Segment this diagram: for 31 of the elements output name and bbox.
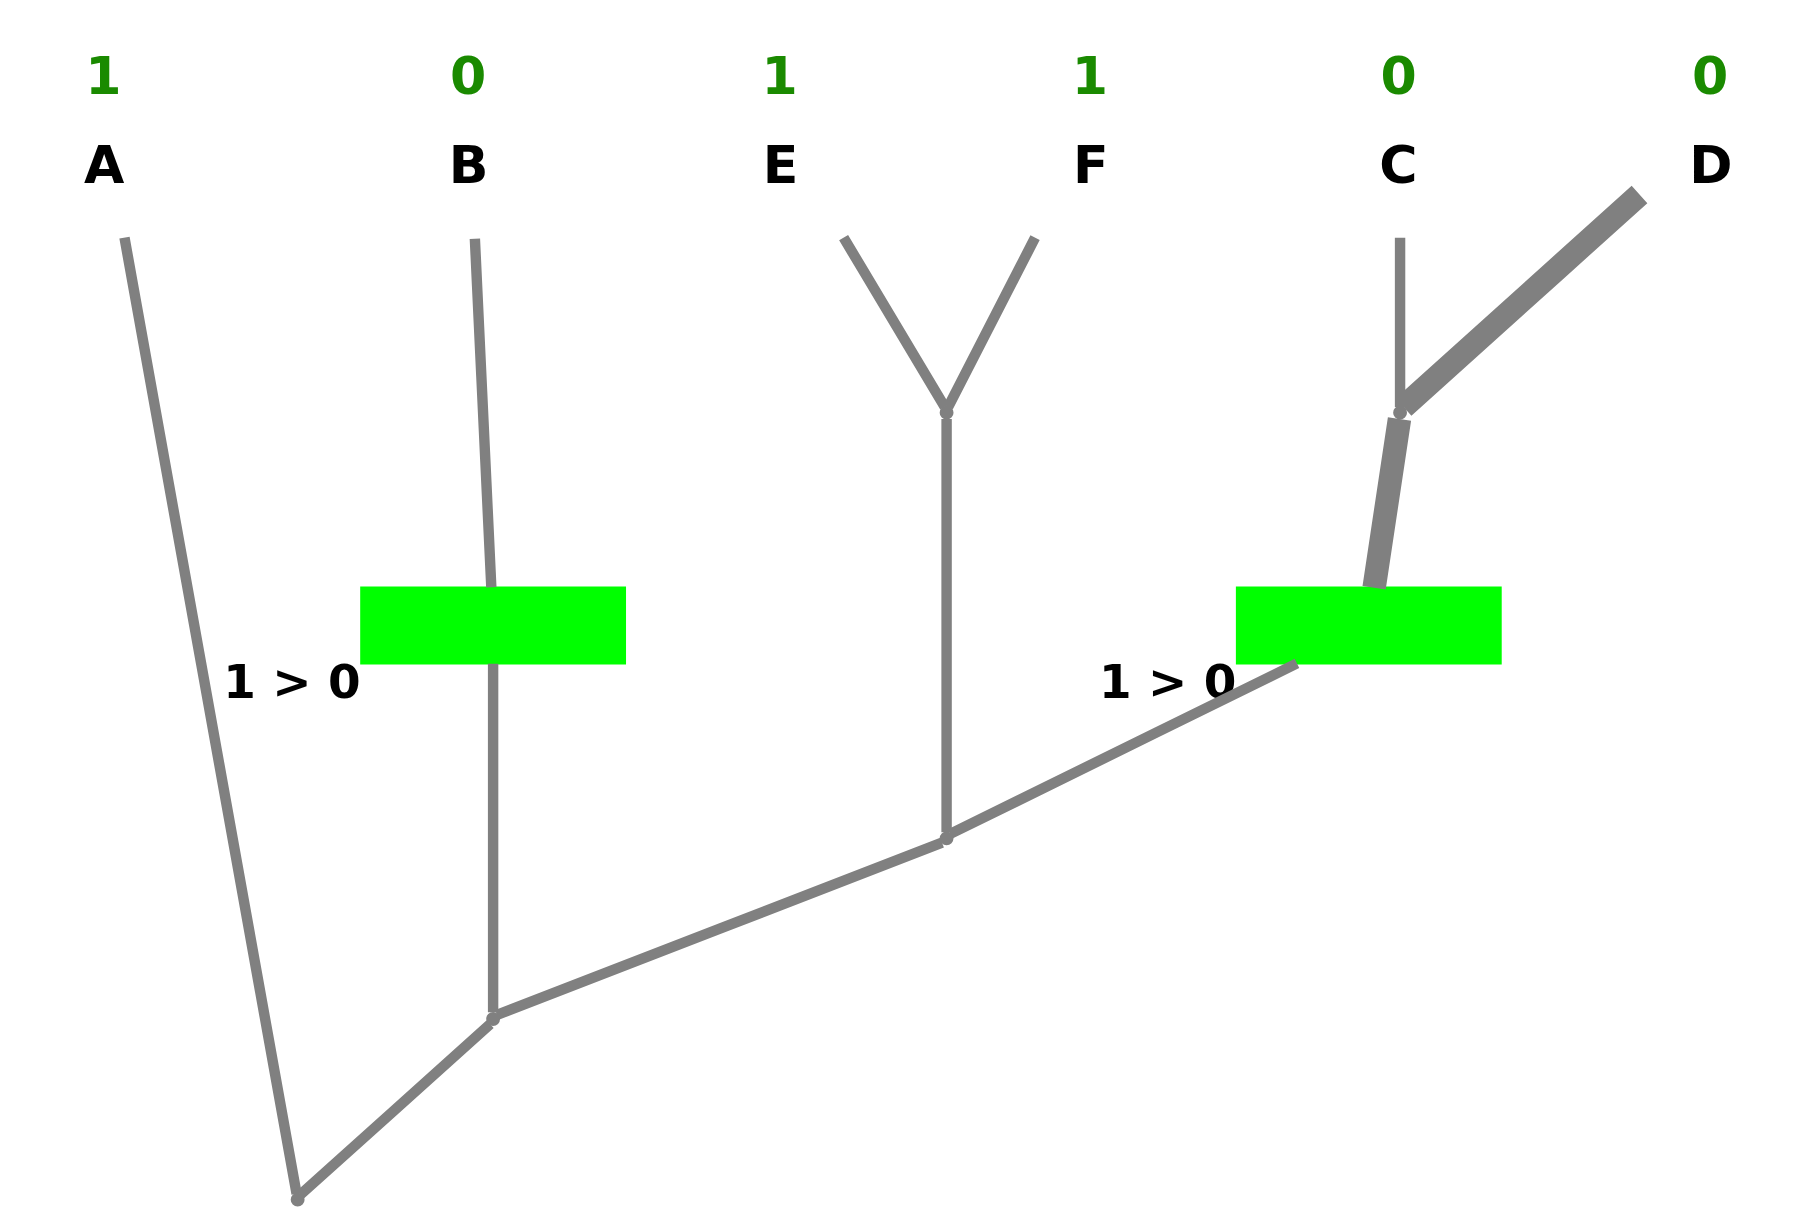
node-bar — [359, 586, 626, 665]
connector — [943, 235, 1040, 410]
node-label: 1 — [761, 46, 798, 107]
connector — [494, 837, 944, 1020]
node-label: 1 > 0 — [222, 654, 361, 710]
node-text: E — [762, 134, 798, 195]
node-text: D — [1688, 134, 1733, 195]
node-text: A — [83, 134, 124, 195]
node-label: 0 — [449, 46, 486, 107]
node-bar — [1235, 586, 1502, 665]
node-point — [290, 1192, 305, 1207]
node-text: B — [448, 134, 489, 195]
connector — [487, 663, 498, 1013]
node-label: 0 — [1380, 46, 1417, 107]
connector — [940, 419, 952, 833]
node-label: 1 — [84, 46, 122, 107]
node-point — [1392, 405, 1407, 420]
node-point — [485, 1012, 500, 1026]
connector — [838, 235, 949, 410]
node-point — [939, 831, 954, 846]
connector — [1394, 237, 1405, 407]
node-point — [939, 405, 954, 420]
connector — [1395, 185, 1647, 416]
node-label: 1 — [1071, 46, 1108, 107]
node-text: F — [1072, 134, 1109, 195]
node-label: 0 — [1691, 46, 1728, 107]
connector — [118, 236, 302, 1195]
node-text: C — [1378, 134, 1417, 195]
connector — [1362, 417, 1411, 590]
connector — [947, 658, 1299, 839]
connector — [469, 238, 497, 588]
